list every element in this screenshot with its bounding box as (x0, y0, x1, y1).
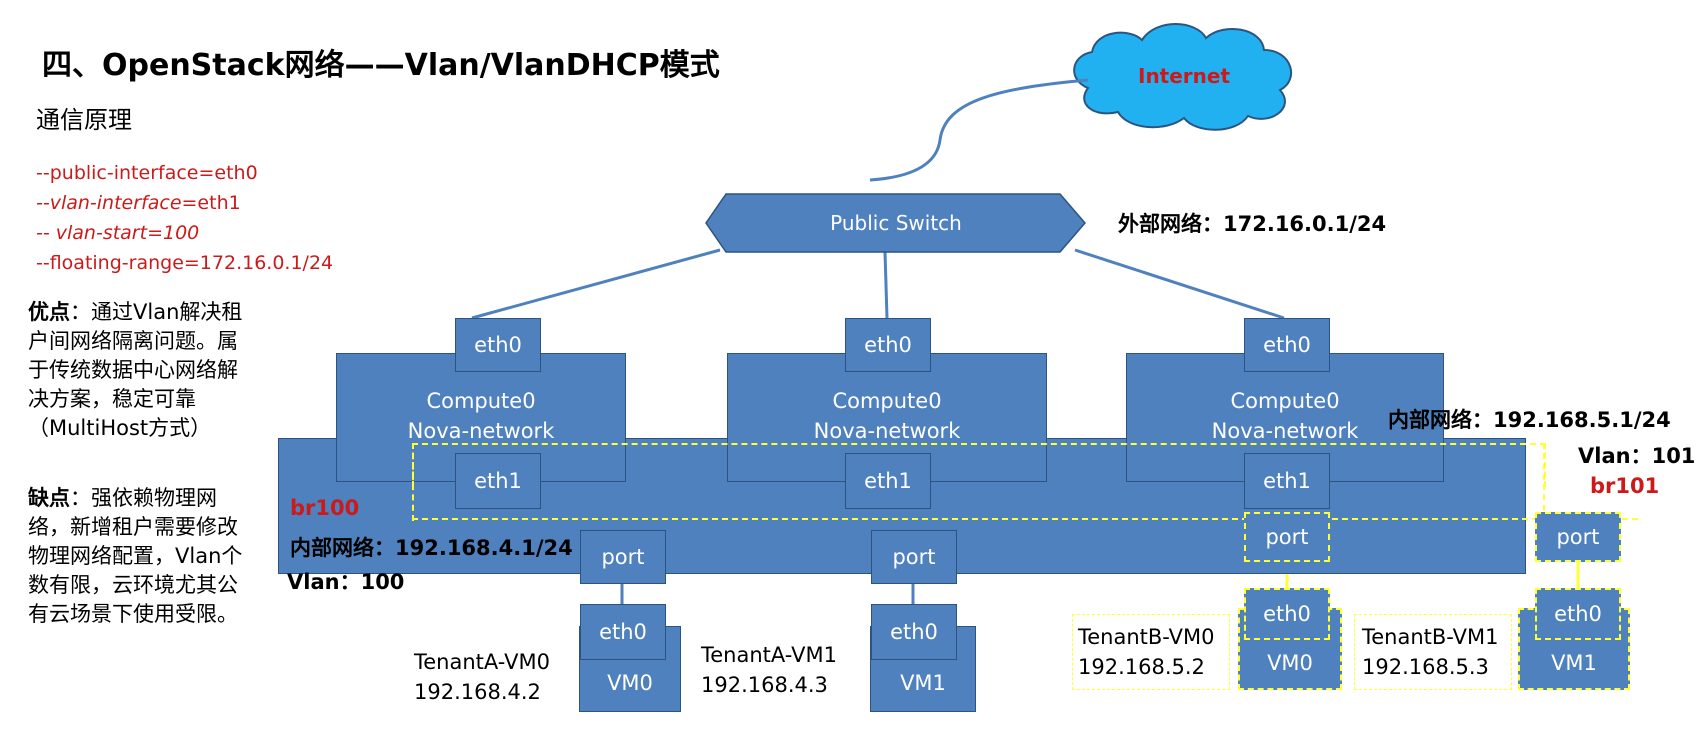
config-vlan-start: -- vlan-start=100 (36, 222, 199, 244)
compute-node-2-line1: Compute0 (832, 389, 942, 413)
internet-uplink-line (869, 78, 1089, 182)
internet-label: Internet (1138, 64, 1231, 88)
vm-2-tenant-label: TenantA-VM1 192.168.4.3 (701, 640, 837, 700)
br101-name: br101 (1590, 474, 1660, 498)
config-public-interface: --public-interface=eth0 (36, 162, 258, 184)
port-2: port (871, 530, 957, 584)
compute-node-3-line2: Nova-network (1211, 419, 1359, 443)
vm-4-eth0: eth0 (1535, 588, 1621, 640)
br100-network-value: 192.168.4.1/24 (395, 536, 573, 560)
pros-label: 优点 (28, 300, 70, 324)
switch-link-node2 (883, 251, 889, 319)
br101-network: 内部网络：192.168.5.1/24 (1388, 404, 1671, 434)
vm-2-eth0: eth0 (871, 604, 957, 660)
br101-vlan-value: 101 (1651, 444, 1696, 468)
vm-3-eth0: eth0 (1244, 588, 1330, 640)
port-3: port (1244, 512, 1330, 562)
br100-vlan-key: Vlan： (287, 570, 361, 594)
br101-network-value: 192.168.5.1/24 (1493, 408, 1671, 432)
br101-outline-left (412, 443, 417, 521)
vm-1-ip: 192.168.4.2 (414, 680, 541, 704)
port-1: port (580, 530, 666, 584)
vm-3-ip: 192.168.5.2 (1078, 655, 1205, 679)
vm-2-ip: 192.168.4.3 (701, 673, 828, 697)
public-switch-label: Public Switch (830, 211, 962, 235)
node-2-eth1: eth1 (845, 453, 931, 509)
page-title: 四、OpenStack网络——Vlan/VlanDHCP模式 (42, 48, 720, 83)
switch-link-node3 (1074, 248, 1285, 320)
cons-note: 缺点：强依赖物理网络，新增租户需要修改物理网络配置，Vlan个数有限，云环境尤其… (28, 484, 258, 629)
vm-1-eth0: eth0 (580, 604, 666, 660)
br101-network-key: 内部网络： (1388, 408, 1493, 432)
node-3-eth1: eth1 (1244, 453, 1330, 509)
br101-outline-notch (1543, 443, 1545, 521)
pros-note: 优点：通过Vlan解决租户间网络隔离问题。属于传统数据中心网络解决方案，稳定可靠… (28, 298, 258, 443)
br101-vlan: Vlan：101 (1578, 440, 1695, 470)
br101-outline-top (412, 443, 1546, 487)
config-vlan-interface: --vlan-interface=eth1 (36, 192, 241, 214)
cons-text: ：强依赖物理网络，新增租户需要修改物理网络配置，Vlan个数有限，云环境尤其公有… (28, 486, 243, 626)
tenantb-vm0-frame (1072, 614, 1230, 690)
section-subtitle: 通信原理 (36, 106, 132, 134)
vm-2-tenant: TenantA-VM1 (701, 643, 837, 667)
pros-text: ：通过Vlan解决租户间网络隔离问题。属于传统数据中心网络解决方案，稳定可靠（M… (28, 300, 243, 440)
cons-label: 缺点 (28, 486, 70, 510)
br101-outline-bottom (412, 518, 1638, 520)
tenantb-vm1-frame (1354, 614, 1512, 690)
br100-vlan-value: 100 (360, 570, 405, 594)
vm-4-tenant-label: TenantB-VM1 192.168.5.3 (1362, 622, 1499, 682)
vm-1-tenant: TenantA-VM0 (414, 650, 550, 674)
br100-network-key: 内部网络： (290, 536, 395, 560)
vm-3-tenant-label: TenantB-VM0 192.168.5.2 (1078, 622, 1215, 682)
config-vlan-interface-key: --vlan-interface (36, 192, 182, 214)
external-network-key: 外部网络： (1118, 212, 1223, 236)
br100-network: 内部网络：192.168.4.1/24 (290, 532, 573, 562)
switch-link-node1 (471, 248, 721, 320)
port-4: port (1535, 512, 1621, 562)
node-3-eth0: eth0 (1244, 318, 1330, 372)
vm-1-tenant-label: TenantA-VM0 192.168.4.2 (414, 647, 550, 707)
vm-4-tenant: TenantB-VM1 (1362, 625, 1499, 649)
br100-name: br100 (290, 496, 360, 520)
node-2-eth0: eth0 (845, 318, 931, 372)
node-1-eth0: eth0 (455, 318, 541, 372)
vm-3-tenant: TenantB-VM0 (1078, 625, 1215, 649)
external-network-value: 172.16.0.1/24 (1223, 212, 1387, 236)
config-vlan-start-text: -- vlan-start=100 (36, 222, 200, 244)
compute-node-2-line2: Nova-network (813, 419, 961, 443)
br100-vlan: Vlan：100 (287, 566, 404, 596)
config-floating-range: --floating-range=172.16.0.1/24 (36, 252, 334, 274)
compute-node-1-line1: Compute0 (426, 389, 536, 413)
compute-node-1-line2: Nova-network (407, 419, 555, 443)
internet-cloud-icon (1073, 23, 1293, 131)
compute-node-3-line1: Compute0 (1230, 389, 1340, 413)
external-network-label: 外部网络：172.16.0.1/24 (1118, 208, 1386, 238)
public-switch-shape (705, 193, 1086, 253)
vm-4-ip: 192.168.5.3 (1362, 655, 1489, 679)
node-1-eth1: eth1 (455, 453, 541, 509)
br101-vlan-key: Vlan： (1578, 444, 1652, 468)
config-vlan-interface-value: =eth1 (181, 192, 241, 214)
